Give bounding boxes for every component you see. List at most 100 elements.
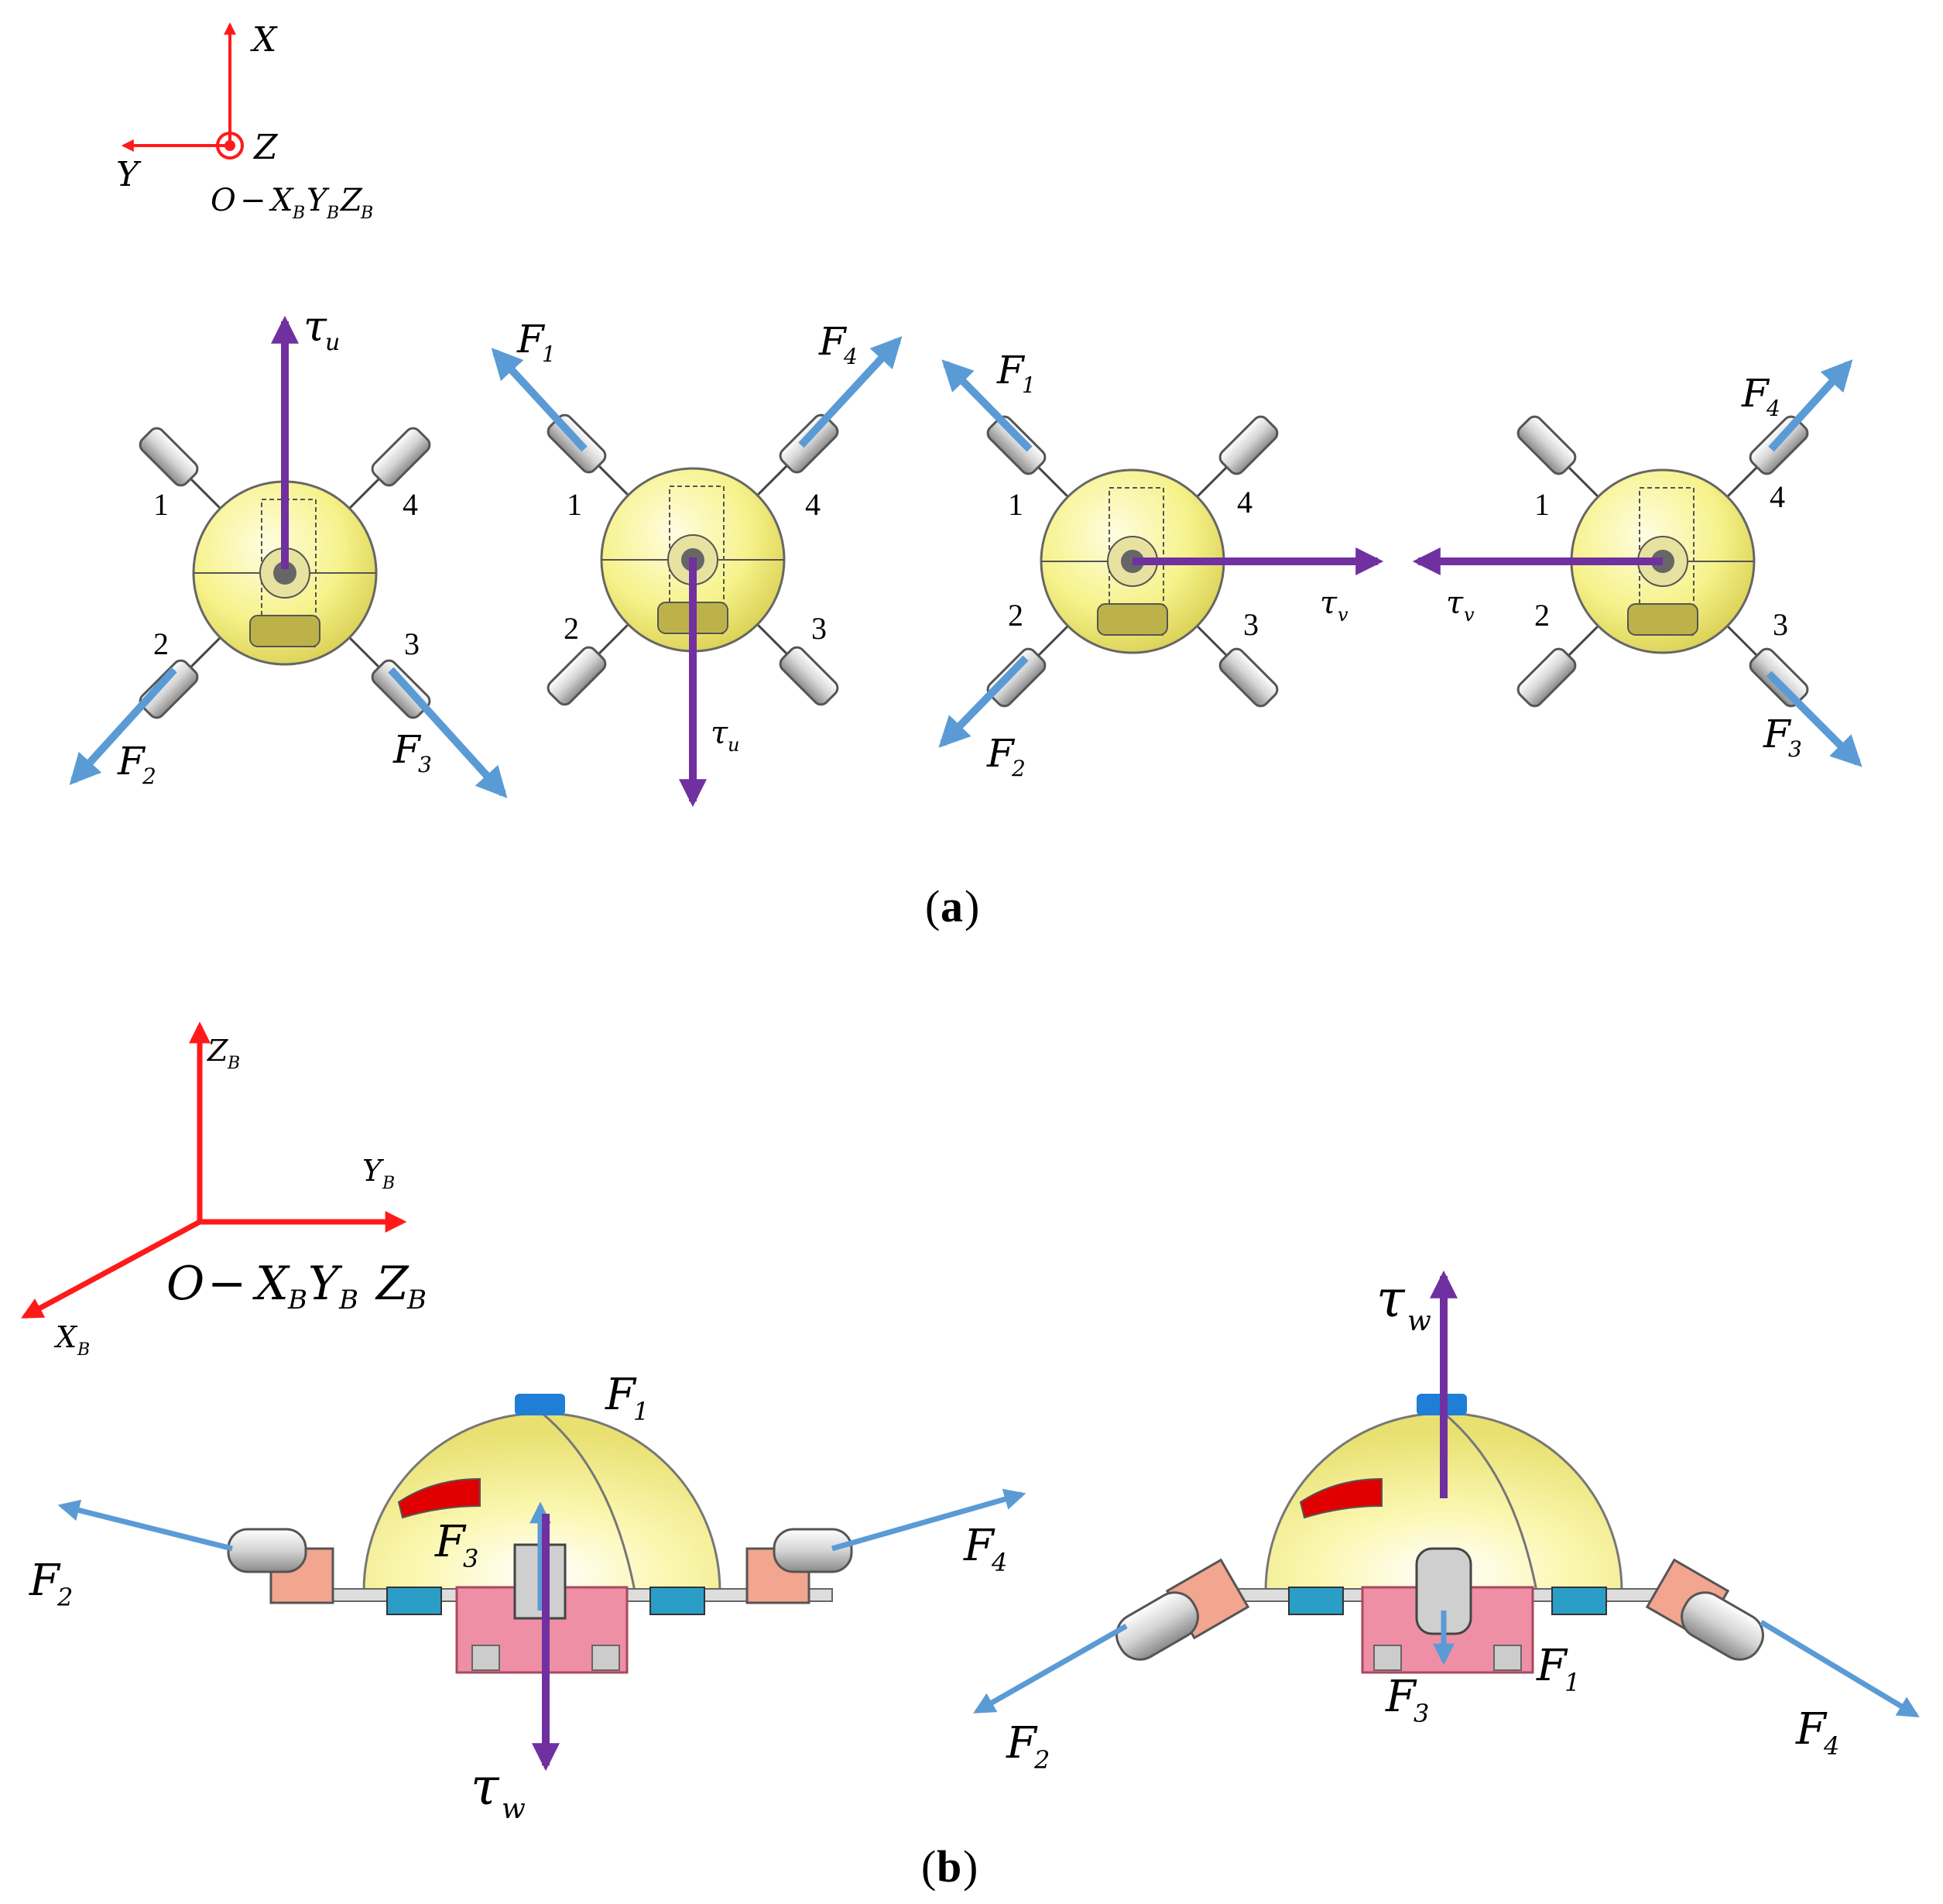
label-b2-f3: F3 — [1385, 1672, 1429, 1728]
svg-text:F: F — [986, 731, 1016, 776]
svg-text:X: X — [269, 183, 294, 218]
label-b2-f1: F1 — [1536, 1641, 1580, 1697]
svg-text:X: X — [53, 1320, 78, 1354]
svg-text:B: B — [326, 204, 339, 223]
svg-text:−: − — [240, 183, 266, 218]
svg-text:): ) — [963, 1841, 978, 1892]
label-a1-f2: F2 — [117, 739, 156, 789]
svg-text:3: 3 — [404, 626, 420, 661]
svg-text:4: 4 — [1770, 479, 1785, 514]
svg-text:−: − — [207, 1257, 246, 1311]
svg-text:4: 4 — [1823, 1731, 1839, 1761]
svg-text:w: w — [502, 1793, 526, 1825]
svg-text:Z: Z — [207, 1034, 228, 1068]
svg-text:Y: Y — [308, 1257, 343, 1311]
svg-text:4: 4 — [1237, 485, 1252, 520]
svg-text:F: F — [1741, 371, 1770, 416]
svg-text:B: B — [360, 204, 373, 223]
svg-text:3: 3 — [1243, 607, 1259, 642]
svg-text:O: O — [166, 1257, 204, 1311]
svg-text:4: 4 — [991, 1548, 1007, 1577]
svg-text:F: F — [996, 348, 1026, 393]
svg-text:w: w — [1407, 1305, 1431, 1337]
caption-b: ( b ) — [921, 1841, 978, 1892]
svg-text:1: 1 — [542, 341, 556, 367]
label-b1-f4: F4 — [963, 1521, 1007, 1577]
svg-text:B: B — [287, 1285, 307, 1316]
svg-text:F: F — [1536, 1641, 1568, 1691]
svg-text:3: 3 — [1414, 1699, 1429, 1728]
svg-text:3: 3 — [811, 611, 827, 646]
svg-text:3: 3 — [1773, 607, 1788, 642]
svg-text:1: 1 — [1008, 487, 1023, 522]
svg-text:B: B — [382, 1174, 395, 1193]
force-arrows-b — [57, 1488, 1920, 1718]
svg-text:F: F — [1795, 1704, 1828, 1755]
svg-text:v: v — [1464, 604, 1475, 626]
label-b1-f2: F2 — [29, 1556, 73, 1612]
frame-a-x-label: X — [250, 20, 278, 60]
label-a3-f1: F1 — [996, 348, 1036, 398]
frame-b-name: O − X B Y B Z B — [166, 1257, 427, 1316]
svg-text:F: F — [1385, 1672, 1417, 1722]
label-a1-tau-u: τu — [303, 302, 340, 356]
label-b1-f1: F1 — [605, 1370, 649, 1426]
svg-text:Z: Z — [375, 1257, 410, 1311]
svg-text:1: 1 — [633, 1397, 649, 1426]
torque-arrows-a — [271, 315, 1663, 808]
svg-text:B: B — [406, 1285, 427, 1316]
robot-b2 — [1115, 1394, 1764, 1674]
svg-text:1: 1 — [153, 487, 169, 522]
svg-text:2: 2 — [57, 1583, 73, 1612]
svg-text:2: 2 — [1033, 1745, 1050, 1775]
label-b1-f3: F3 — [434, 1517, 478, 1573]
robot-b1 — [227, 1394, 853, 1674]
svg-text:b: b — [937, 1841, 961, 1892]
svg-text:F: F — [605, 1370, 637, 1420]
svg-text:F: F — [1763, 712, 1792, 756]
svg-text:F: F — [1006, 1718, 1038, 1768]
svg-text:B: B — [338, 1285, 358, 1316]
svg-text:u: u — [325, 329, 340, 356]
svg-text:4: 4 — [805, 487, 821, 522]
label-a1-f3: F3 — [392, 727, 432, 777]
label-a4-f4: F4 — [1741, 371, 1780, 421]
label-a2-f1: F1 — [516, 317, 556, 367]
svg-text:1: 1 — [1022, 372, 1036, 398]
svg-text:B: B — [77, 1340, 90, 1360]
svg-text:τ: τ — [471, 1757, 500, 1817]
svg-text:2: 2 — [564, 611, 579, 646]
frame-a-axes — [121, 22, 244, 160]
svg-text:F: F — [392, 727, 422, 772]
label-a3-f2: F2 — [986, 731, 1026, 781]
svg-text:F: F — [963, 1521, 995, 1571]
svg-text:4: 4 — [843, 344, 858, 369]
label-a4-f3: F3 — [1763, 712, 1802, 762]
frame-a-y-label: Y — [116, 155, 142, 194]
svg-text:(: ( — [921, 1841, 936, 1892]
label-a2-f4: F4 — [818, 319, 858, 369]
svg-text:F: F — [29, 1556, 61, 1606]
label-b2-f2: F2 — [1006, 1718, 1050, 1775]
svg-text:3: 3 — [1788, 736, 1802, 762]
svg-text:τ: τ — [303, 302, 327, 351]
svg-text:a: a — [941, 881, 963, 931]
svg-text:F: F — [117, 739, 146, 784]
frame-a-z-label: Z — [252, 128, 279, 167]
svg-text:2: 2 — [1008, 598, 1023, 633]
svg-text:(: ( — [925, 881, 940, 931]
svg-text:1: 1 — [567, 487, 582, 522]
svg-text:4: 4 — [1766, 396, 1780, 421]
svg-text:Y: Y — [307, 183, 330, 218]
svg-text:X: X — [252, 1257, 290, 1311]
